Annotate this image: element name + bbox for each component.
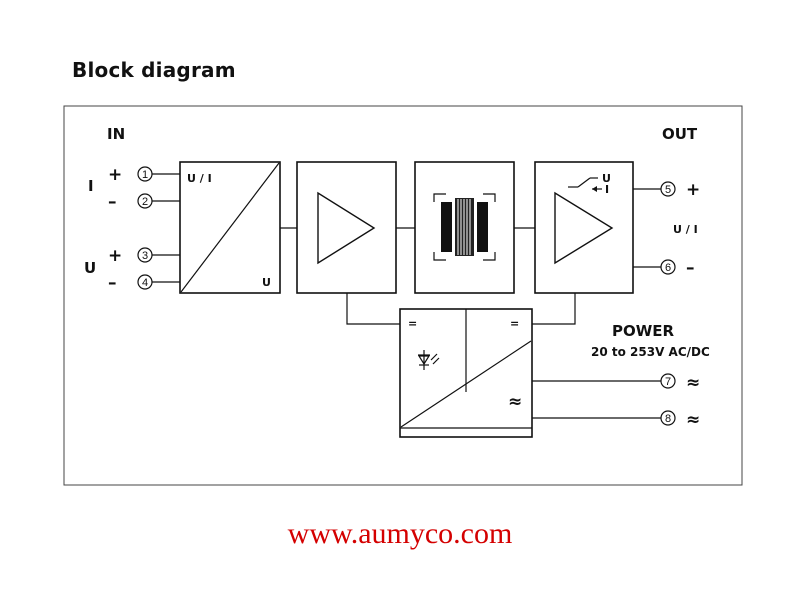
terminal-4: 4 (137, 274, 180, 290)
terminal-7-number: 7 (665, 376, 671, 388)
amplifier-block (296, 161, 397, 294)
terminal-1-sign: + (108, 165, 122, 185)
isolation-block (414, 161, 515, 294)
terminal-8-sign: ≈ (686, 410, 700, 430)
switch-u-label: U (602, 172, 611, 185)
current-input-label: I (88, 177, 94, 195)
terminal-4-number: 4 (142, 277, 148, 289)
terminal-5: 5 (633, 181, 676, 197)
terminal-1: 1 (137, 166, 180, 182)
switch-i-label: I (605, 183, 609, 196)
output-signal-label: U / I (673, 223, 698, 236)
terminal-2-number: 2 (142, 196, 148, 208)
diagram-frame (63, 105, 743, 486)
voltage-input-label: U (84, 259, 96, 277)
dc-right-symbol: = (510, 317, 519, 330)
terminal-3-sign: + (108, 246, 122, 266)
in-label: IN (107, 125, 125, 143)
led-icon (417, 350, 440, 370)
terminal-3-number: 3 (142, 250, 148, 262)
output-block: U I (534, 161, 634, 294)
terminal-4-sign: – (108, 273, 117, 293)
diagram-heading: Block diagram (72, 58, 236, 82)
terminal-8-number: 8 (665, 413, 671, 425)
input-converter-block: U / I U (179, 161, 281, 294)
converter-bottom-label: U (262, 276, 271, 289)
terminal-6: 6 (633, 259, 676, 275)
power-supply-block: = = ≈ (399, 308, 533, 438)
terminal-2: 2 (137, 193, 180, 209)
terminal-7-sign: ≈ (686, 373, 700, 393)
amplifier-icon (317, 191, 376, 265)
power-title: POWER (612, 322, 675, 340)
terminal-3: 3 (137, 247, 180, 263)
website-link[interactable]: www.aumyco.com (287, 517, 513, 550)
terminal-2-sign: – (108, 192, 117, 212)
terminal-6-number: 6 (665, 262, 671, 274)
terminal-8: 8 (532, 410, 676, 426)
terminal-7: 7 (532, 373, 676, 389)
terminal-6-sign: – (686, 258, 695, 278)
output-amplifier-icon (554, 191, 614, 265)
terminal-5-number: 5 (665, 184, 671, 196)
switch-icon (568, 177, 602, 192)
dc-left-symbol: = (408, 317, 417, 330)
out-label: OUT (662, 125, 698, 143)
power-range: 20 to 253V AC/DC (591, 345, 710, 359)
transformer-icon (433, 193, 496, 261)
terminal-5-sign: + (686, 180, 700, 200)
ac-symbol: ≈ (508, 392, 522, 412)
terminal-1-number: 1 (142, 169, 148, 181)
converter-top-label: U / I (187, 172, 212, 185)
